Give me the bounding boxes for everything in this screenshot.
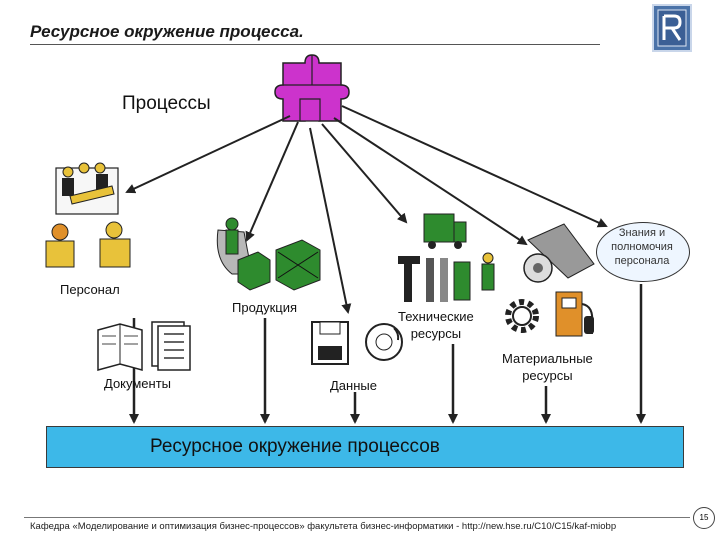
arrow-to-knowledge (341, 105, 608, 228)
box-icon (237, 239, 321, 291)
floppy-disk-icon (311, 321, 349, 365)
document-icon (151, 321, 191, 371)
page-title: Ресурсное окружение процесса. (30, 22, 304, 41)
personnel-label: Персонал (60, 282, 120, 297)
data-label: Данные (330, 378, 377, 393)
person-icon (45, 223, 75, 268)
products-label: Продукция (232, 300, 298, 315)
tools-icon (398, 252, 495, 302)
puzzle-icon (274, 54, 350, 122)
worker-icon (216, 217, 253, 275)
arrow-to-tech (321, 123, 408, 224)
person-icon (99, 221, 131, 268)
material-resources-label: Материальные ресурсы (502, 350, 593, 384)
tech-resources-line2: ресурсы (410, 326, 462, 341)
gear-icon (505, 299, 539, 333)
processes-label: Процессы (122, 93, 211, 114)
material-items-icon (523, 223, 595, 283)
footer-divider (24, 517, 690, 518)
page-number: 15 (693, 507, 715, 529)
material-resources-line1: Материальные (502, 351, 593, 366)
hse-logo (652, 4, 692, 52)
resource-environment-box (46, 426, 684, 468)
footer-text: Кафедра «Моделирование и оптимизация биз… (30, 521, 617, 532)
documents-label: Документы (104, 376, 172, 391)
resource-environment-label: Ресурсное окружение процессов (150, 436, 440, 457)
tech-resources-label: Технические ресурсы (398, 308, 474, 342)
cd-icon (365, 323, 403, 361)
people-meeting-icon (55, 162, 119, 215)
arrow-to-personnel (125, 115, 291, 194)
fuel-pump-icon (555, 291, 594, 337)
tech-resources-line1: Технические (398, 309, 474, 324)
arrow-to-material (333, 117, 528, 246)
arrow-to-products (245, 121, 299, 242)
knowledge-bubble (596, 222, 690, 282)
arrow-to-data (309, 127, 352, 314)
material-resources-line2: ресурсы (522, 368, 573, 383)
knowledge-bubble-text: Знания и полномочия персонала (611, 227, 673, 267)
truck-icon (423, 213, 467, 249)
book-icon (97, 323, 143, 371)
title-divider (30, 44, 600, 45)
